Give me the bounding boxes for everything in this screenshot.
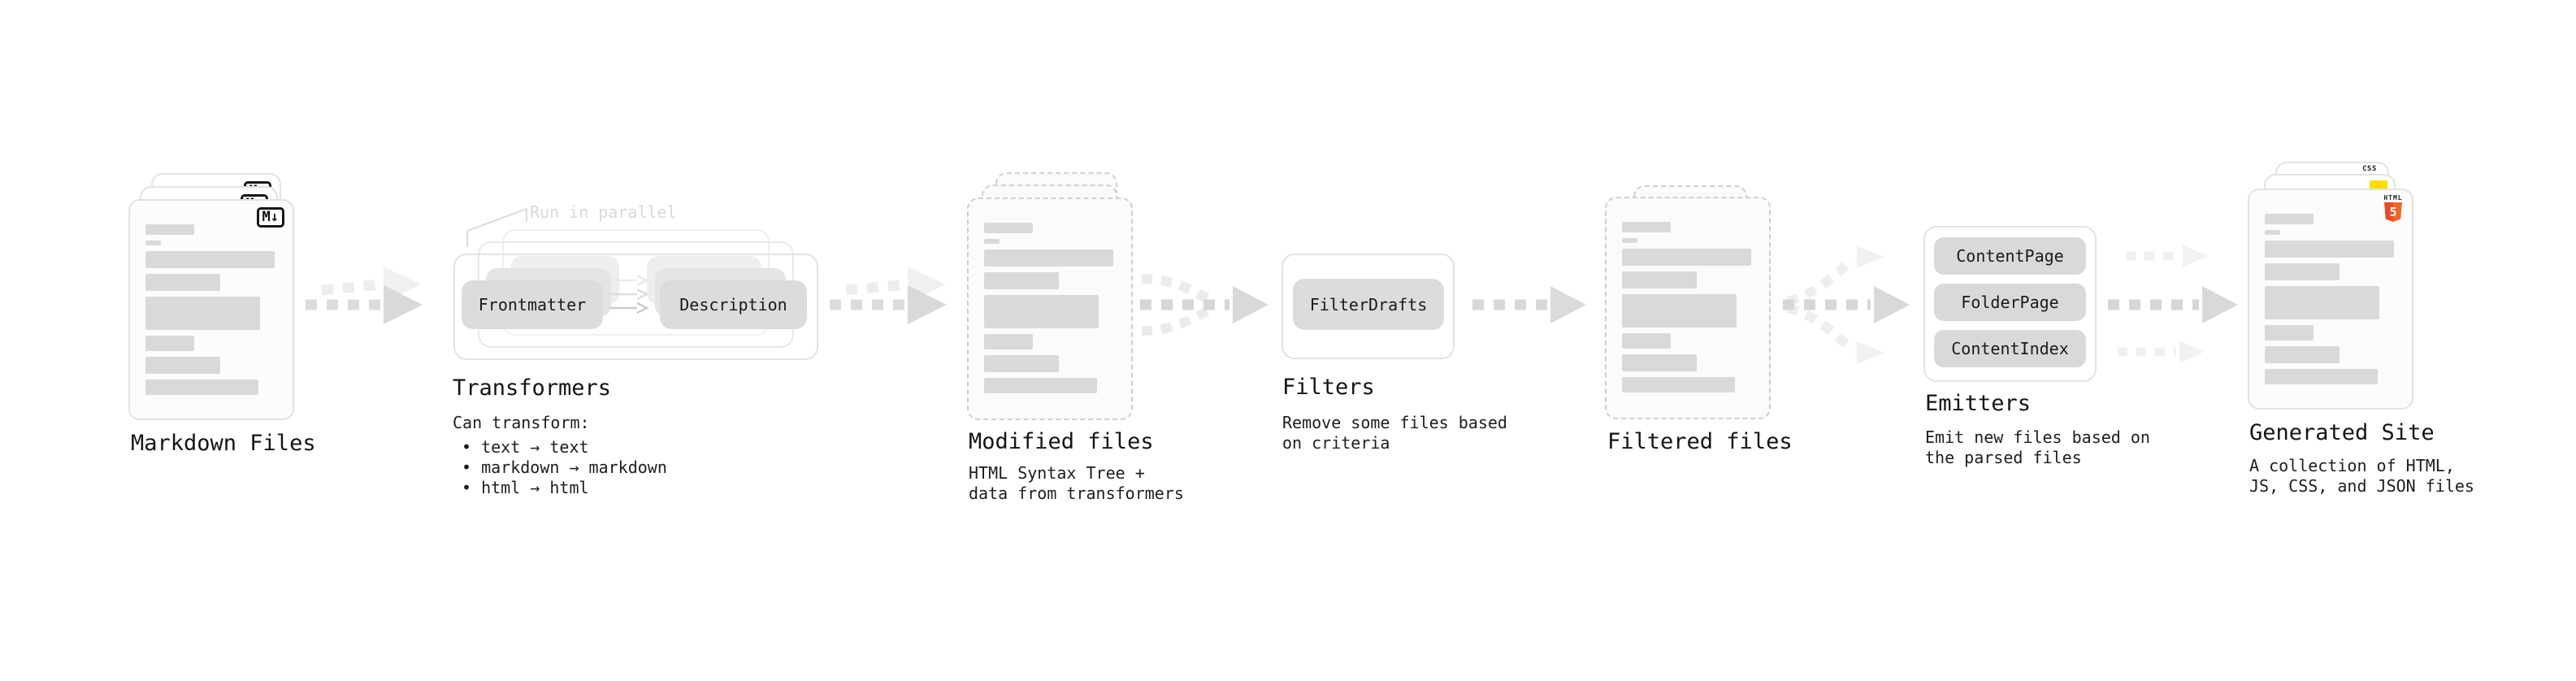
placeholder-text-bar bbox=[2265, 241, 2394, 258]
js-icon bbox=[2370, 180, 2387, 191]
placeholder-text-bar bbox=[1622, 294, 1737, 327]
css-wordmark: CSS bbox=[2362, 165, 2377, 173]
placeholder-text-bar bbox=[145, 336, 194, 351]
html5-wordmark: HTML bbox=[2383, 194, 2403, 202]
modified-files-desc: HTML Syntax Tree + data from transformer… bbox=[969, 463, 1184, 504]
markdown-icon: M↓ bbox=[256, 207, 284, 228]
desc-line: the parsed files bbox=[1925, 448, 2082, 467]
parallel-arrows-icon bbox=[609, 274, 649, 314]
placeholder-text-bar bbox=[1622, 271, 1698, 288]
placeholder-text-bar bbox=[2265, 325, 2314, 340]
flow-arrow-icon bbox=[1472, 286, 1586, 323]
transformer-layer-front bbox=[453, 254, 818, 360]
placeholder-text-bar bbox=[984, 249, 1113, 267]
placeholder-text-bar bbox=[1622, 249, 1751, 266]
generated-doc-html: HTML 5 bbox=[2248, 189, 2413, 410]
placeholder-text-bar bbox=[2265, 346, 2340, 363]
placeholder-text-bar bbox=[984, 295, 1099, 328]
placeholder-text-bar bbox=[984, 272, 1060, 289]
doc-content-lines bbox=[969, 199, 1131, 393]
bullet-line: • markdown → markdown bbox=[462, 458, 667, 477]
fanout-arrow-icon bbox=[1783, 246, 1910, 364]
description-node: Description bbox=[660, 280, 807, 329]
placeholder-text-bar bbox=[145, 224, 194, 235]
placeholder-text-bar bbox=[984, 355, 1060, 372]
desc-line: HTML Syntax Tree + bbox=[969, 463, 1145, 483]
transformers-desc-title: Can transform: bbox=[453, 413, 590, 432]
filterdrafts-node: FilterDrafts bbox=[1293, 279, 1444, 330]
modified-files-label: Modified files bbox=[969, 429, 1154, 454]
placeholder-text-bar bbox=[984, 378, 1098, 393]
html5-shield: 5 bbox=[2384, 202, 2402, 222]
flow-arrow-icon bbox=[306, 267, 423, 324]
markdown-doc-front: M↓ bbox=[128, 199, 294, 420]
doc-content-lines bbox=[1607, 198, 1769, 393]
emitters-label: Emitters bbox=[1925, 391, 2032, 416]
triple-arrow-icon bbox=[2108, 245, 2238, 363]
placeholder-text-bar bbox=[1622, 222, 1671, 232]
folderpage-node: FolderPage bbox=[1934, 284, 2086, 321]
doc-content-lines bbox=[130, 201, 293, 395]
merge-arrow-icon bbox=[1140, 274, 1268, 336]
filtered-files-label: Filtered files bbox=[1607, 429, 1793, 454]
placeholder-text-bar bbox=[145, 274, 221, 291]
placeholder-text-bar bbox=[145, 380, 259, 395]
desc-line: A collection of HTML, bbox=[2249, 456, 2455, 475]
placeholder-text-bar bbox=[984, 223, 1033, 233]
desc-line: Emit new files based on bbox=[1925, 427, 2150, 447]
callout-bracket-icon bbox=[466, 207, 527, 247]
placeholder-text-bar bbox=[2265, 369, 2379, 384]
transformers-label: Transformers bbox=[453, 375, 612, 401]
contentpage-node: ContentPage bbox=[1934, 237, 2086, 275]
placeholder-text-bar bbox=[1622, 354, 1698, 371]
generated-site-label: Generated Site bbox=[2249, 420, 2435, 445]
placeholder-text-bar bbox=[1622, 238, 1638, 243]
placeholder-text-bar bbox=[984, 239, 1000, 244]
run-in-parallel-note: Run in parallel bbox=[530, 202, 677, 222]
placeholder-text-bar bbox=[1622, 377, 1736, 393]
emitters-desc: Emit new files based on the parsed files bbox=[1925, 427, 2150, 468]
placeholder-text-bar bbox=[2265, 230, 2281, 235]
flow-arrow-icon bbox=[830, 267, 947, 324]
doc-content-lines bbox=[2249, 190, 2412, 384]
placeholder-text-bar bbox=[145, 357, 221, 374]
placeholder-text-bar bbox=[2265, 263, 2340, 280]
placeholder-text-bar bbox=[1622, 333, 1671, 349]
frontmatter-node: Frontmatter bbox=[462, 280, 603, 329]
desc-line: Remove some files based bbox=[1282, 413, 1507, 432]
modified-doc-front bbox=[967, 197, 1133, 420]
filters-desc: Remove some files based on criteria bbox=[1282, 413, 1507, 453]
placeholder-text-bar bbox=[2265, 286, 2379, 319]
placeholder-text-bar bbox=[145, 251, 275, 268]
desc-line: on criteria bbox=[1282, 433, 1390, 453]
html5-icon: HTML 5 bbox=[2383, 194, 2404, 222]
contentindex-node: ContentIndex bbox=[1934, 330, 2086, 367]
placeholder-text-bar bbox=[145, 241, 162, 245]
generated-site-desc: A collection of HTML, JS, CSS, and JSON … bbox=[2249, 456, 2474, 497]
placeholder-text-bar bbox=[984, 334, 1033, 349]
markdown-files-label: Markdown Files bbox=[131, 431, 316, 456]
bullet-line: • text → text bbox=[462, 437, 589, 457]
filtered-doc-front bbox=[1605, 197, 1771, 419]
bullet-line: • html → html bbox=[462, 478, 589, 497]
desc-line: JS, CSS, and JSON files bbox=[2249, 476, 2474, 496]
filters-label: Filters bbox=[1282, 375, 1375, 400]
transformers-bullets: • text → text • markdown → markdown • ht… bbox=[462, 437, 667, 498]
placeholder-text-bar bbox=[145, 297, 260, 330]
placeholder-text-bar bbox=[2265, 214, 2314, 224]
desc-line: data from transformers bbox=[969, 484, 1184, 503]
